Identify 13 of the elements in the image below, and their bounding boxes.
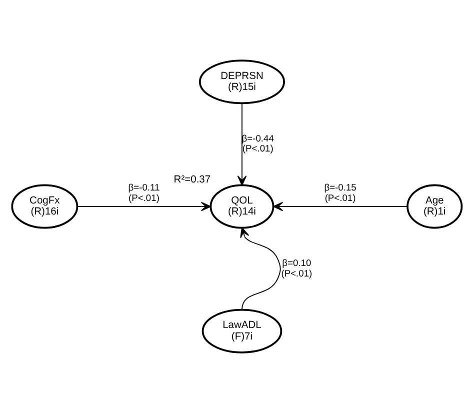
arrow (272, 202, 408, 212)
node-ellipse: LawADL (F)7i (202, 308, 282, 354)
node-label: R²=0.37 (174, 174, 211, 186)
edge-label: β=-0.15 (P<.01) (324, 182, 356, 203)
edge-label: β=-0.11 (P<.01) (128, 182, 160, 203)
node-ellipse: QOL (R)14i (210, 184, 274, 229)
arrow (76, 202, 212, 212)
arrow (240, 227, 281, 310)
edge-label: β=0.10 (P<.01) (281, 258, 312, 278)
node-ellipse: CogFx (R)16i (11, 184, 78, 229)
node-ellipse: Age (R)1i (406, 184, 463, 229)
arrow (237, 102, 247, 186)
node-ellipse: DEPRSN (R)15i (198, 60, 285, 104)
